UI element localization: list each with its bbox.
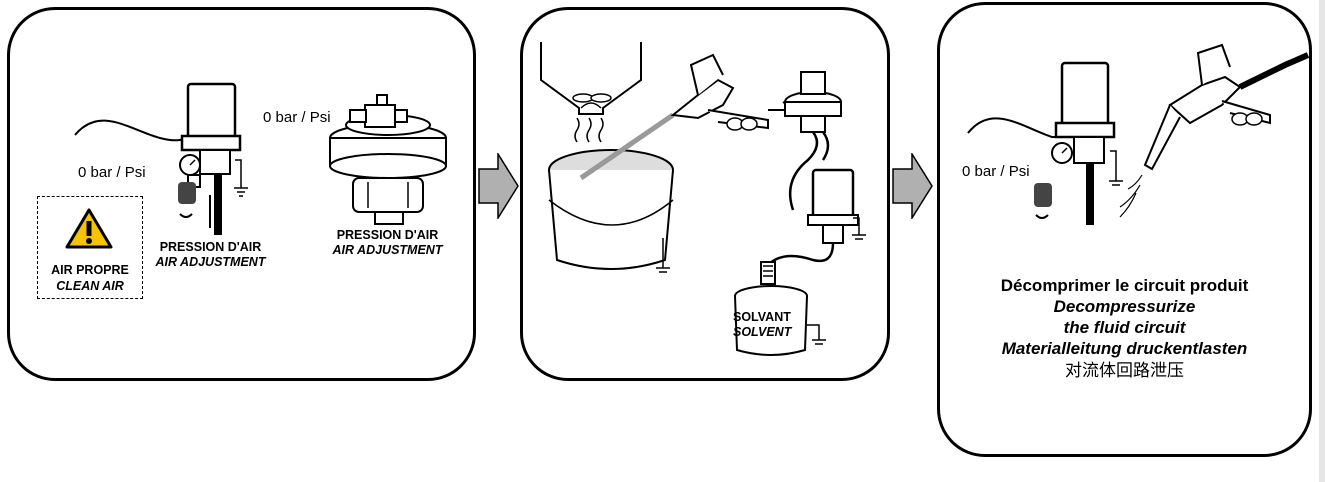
decompress-instructions: Décomprimer le circuit produit Decompres… (940, 275, 1309, 382)
instruction-en-2: the fluid circuit (940, 317, 1309, 338)
solvent-label-en: SOLVENT (733, 325, 791, 339)
panel-air-pressure: 0 bar / Psi 0 bar / Psi AIR PROPRE CLEAN… (7, 7, 476, 381)
flow-arrow-1 (478, 153, 520, 219)
caption-right-fr: PRESSION D'AIR (315, 228, 460, 243)
instruction-fr: Décomprimer le circuit produit (940, 275, 1309, 296)
caption-right-en: AIR ADJUSTMENT (333, 243, 443, 257)
clean-air-warning: AIR PROPRE CLEAN AIR (37, 196, 143, 299)
pressure-label-right: 0 bar / Psi (263, 109, 331, 126)
caption-left-en: AIR ADJUSTMENT (156, 255, 266, 269)
warning-icon (64, 207, 114, 251)
warning-text-fr: AIR PROPRE (38, 263, 142, 278)
warning-text-en: CLEAN AIR (38, 279, 142, 294)
panel-solvent-flush: SOLVANT SOLVENT (520, 7, 890, 381)
pressure-label: 0 bar / Psi (962, 163, 1030, 180)
instruction-de: Materialleitung druckentlasten (940, 338, 1309, 359)
instruction-zh: 对流体回路泄压 (940, 361, 1309, 382)
decompress-illustration (940, 5, 1312, 457)
caption-right: PRESSION D'AIR AIR ADJUSTMENT (315, 228, 460, 258)
caption-left-fr: PRESSION D'AIR (138, 240, 283, 255)
instruction-en-1: Decompressurize (940, 296, 1309, 317)
solvent-label: SOLVANT SOLVENT (733, 310, 805, 340)
page-edge (1319, 0, 1325, 482)
flow-arrow-2 (892, 153, 934, 219)
pressure-label-left: 0 bar / Psi (78, 164, 146, 181)
panel-decompress: 0 bar / Psi Décomprimer le circuit produ… (937, 2, 1312, 457)
gun-flush-illustration (523, 10, 890, 381)
caption-left: PRESSION D'AIR AIR ADJUSTMENT (138, 240, 283, 270)
solvent-label-fr: SOLVANT (733, 310, 805, 325)
